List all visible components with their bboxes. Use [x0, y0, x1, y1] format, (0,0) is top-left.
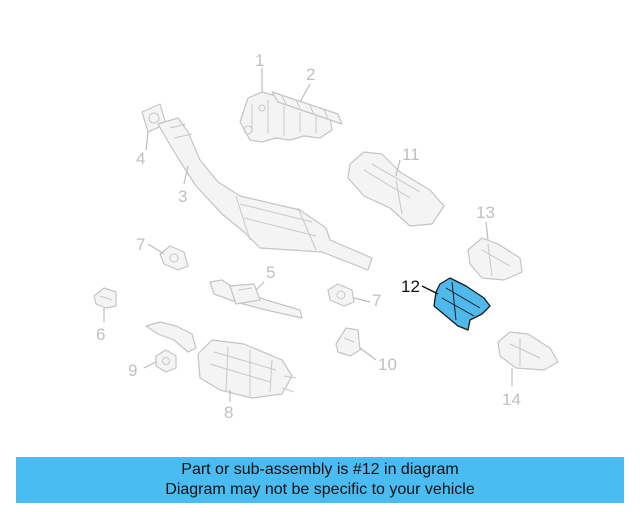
part-11-heat-shield[interactable]: [347, 151, 445, 227]
callout-2: 2: [306, 65, 315, 84]
callout-10: 10: [378, 355, 397, 374]
part-6-bracket[interactable]: [93, 287, 117, 309]
callout-5: 5: [266, 263, 275, 282]
callout-7-upper: 7: [136, 235, 145, 254]
part-5-intermediate-pipe[interactable]: [209, 279, 303, 319]
exhaust-parts-diagram: 1 2 4 3 11 13 7: [93, 51, 559, 422]
part-7-clamp-lower[interactable]: [327, 283, 355, 307]
callout-13: 13: [476, 203, 495, 222]
callout-8: 8: [224, 403, 233, 422]
banner-line-disclaimer: Diagram may not be specific to your vehi…: [165, 481, 475, 498]
part-14-heat-shield[interactable]: [497, 331, 559, 371]
info-banner: Part or sub-assembly is #12 in diagram D…: [16, 457, 624, 503]
part-13-heat-shield[interactable]: [467, 237, 523, 281]
callout-6: 6: [96, 325, 105, 344]
callout-11: 11: [402, 145, 420, 164]
callout-7-lower: 7: [372, 291, 381, 310]
callout-1: 1: [255, 51, 264, 70]
part-3-front-pipe-catalytic-converter[interactable]: [157, 117, 373, 271]
part-8-rear-muffler[interactable]: [145, 321, 297, 399]
part-9-clamp[interactable]: [155, 349, 177, 373]
part-10-bracket[interactable]: [335, 327, 361, 357]
part-12-heat-shield-highlighted[interactable]: [433, 277, 491, 331]
callout-3: 3: [178, 187, 187, 206]
part-2-manifold-gasket[interactable]: [271, 91, 343, 125]
banner-line-part-info: Part or sub-assembly is #12 in diagram: [181, 461, 459, 478]
callout-12: 12: [401, 277, 420, 296]
callout-9: 9: [128, 361, 137, 380]
callout-14: 14: [502, 390, 521, 409]
part-1-exhaust-manifold[interactable]: [239, 91, 333, 143]
part-7-clamp-upper[interactable]: [159, 245, 189, 271]
callout-4: 4: [136, 149, 145, 168]
